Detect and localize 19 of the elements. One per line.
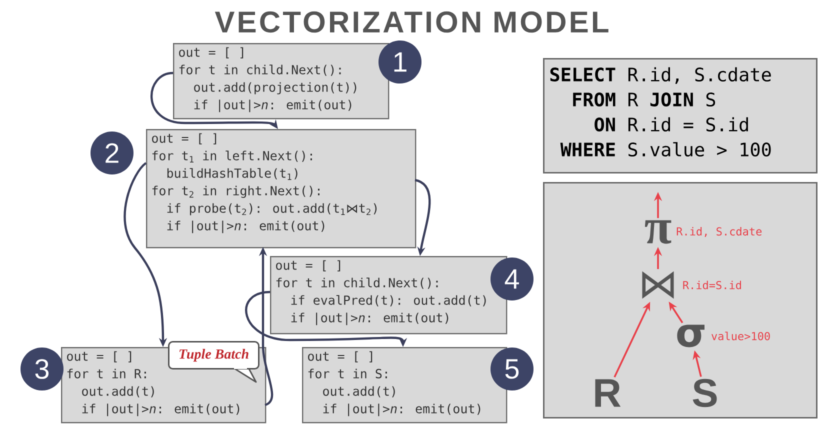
number-badge: 5 [490, 348, 534, 390]
plan-panel [543, 182, 818, 418]
number-badge: 2 [90, 132, 134, 174]
operator-symbol: π [644, 220, 672, 244]
query-box: SELECT R.id, S.cdate FROM R JOIN S ON R.id = S.id WHERE S.value > 100 [543, 58, 818, 174]
number-badge: 3 [20, 348, 64, 390]
number-badge: 4 [490, 258, 534, 300]
code-box: out = [ ] for t in child.Next(): out.add(projection(t)) if |out|>n: emit(out) [173, 43, 390, 120]
operator-label: value>100 [712, 332, 770, 340]
relation-letter: R [595, 379, 621, 407]
number-badge: 1 [378, 40, 422, 84]
code-box: out = [ ] for t$_{1}$ in left.Next(): buildHashTable(t$_{1}$) for t$_{2}$ in right.Next(): if probe(t$_{2}$): out.add(t$_{1}$⋈t$_{2}$) if |out|>n: emit(out) [146, 129, 416, 248]
operator-label: R.id, S.cdate [676, 227, 762, 237]
operator-symbol: ⋈ [642, 271, 674, 299]
operator-label: R.id=S.id [683, 280, 741, 290]
title: VECTORIZATION MODEL [214, 11, 608, 33]
operator-symbol: σ [677, 324, 704, 348]
relation-letter: S [692, 378, 717, 408]
speech-bubble: Tuple Batch [168, 341, 260, 383]
